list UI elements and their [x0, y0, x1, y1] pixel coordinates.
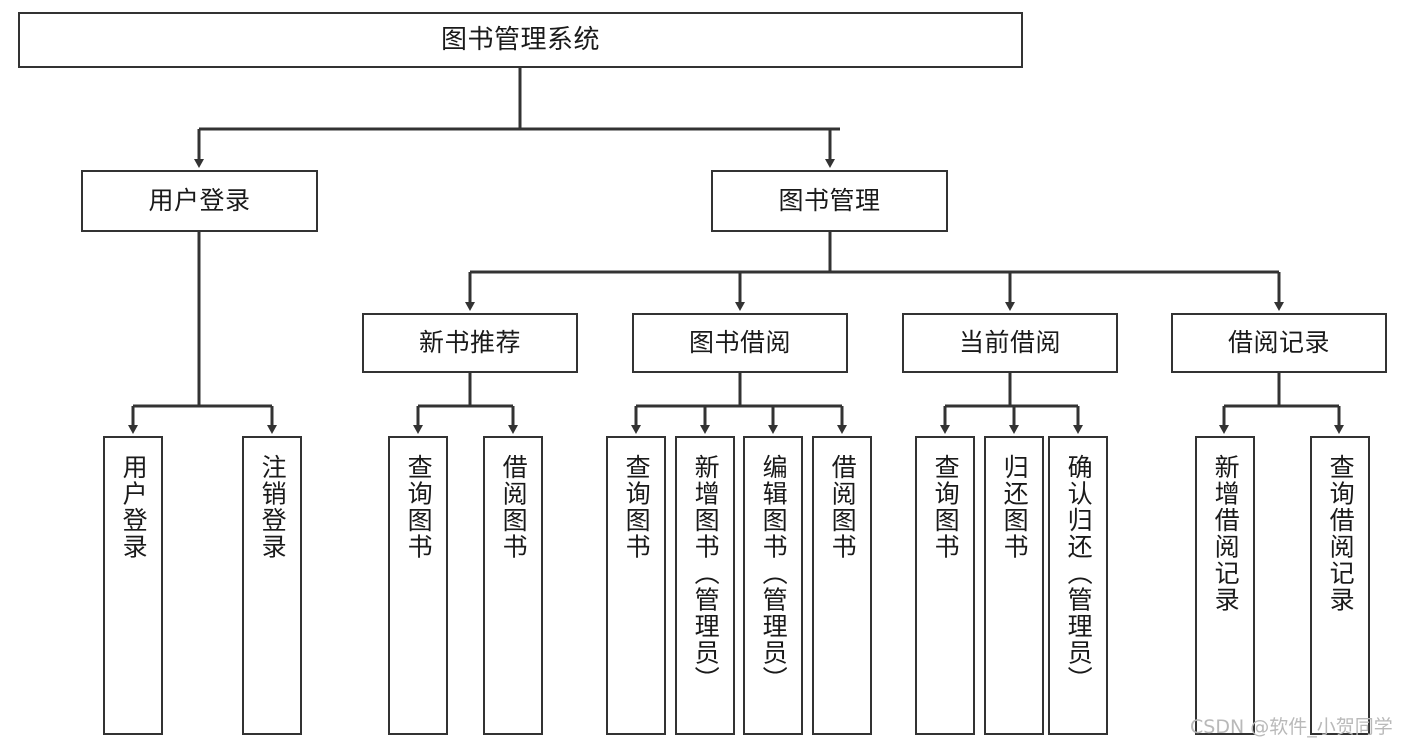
node-leaf-return-book[interactable]: 归还图书: [984, 436, 1044, 735]
node-leaf-confirm-return[interactable]: 确认归还（管理员）: [1048, 436, 1108, 735]
node-label: 查询借阅记录: [1326, 454, 1356, 613]
node-label: 用户登录: [119, 454, 149, 560]
node-leaf-add-record[interactable]: 新增借阅记录: [1195, 436, 1255, 735]
node-leaf-query-book-1[interactable]: 查询图书: [388, 436, 448, 735]
node-label: 查询图书: [404, 454, 434, 560]
node-book-management-system[interactable]: 图书管理系统: [18, 12, 1023, 68]
node-leaf-user-login[interactable]: 用户登录: [103, 436, 163, 735]
node-label: 确认归还（管理员）: [1064, 454, 1094, 693]
node-label: 新书推荐: [418, 328, 521, 358]
node-current-borrow[interactable]: 当前借阅: [902, 313, 1118, 373]
node-leaf-logout[interactable]: 注销登录: [242, 436, 302, 735]
node-leaf-borrow-book-1[interactable]: 借阅图书: [483, 436, 543, 735]
node-book-management[interactable]: 图书管理: [711, 170, 948, 232]
node-leaf-query-book-2[interactable]: 查询图书: [606, 436, 666, 735]
node-label: 归还图书: [1000, 454, 1030, 560]
node-new-book-recommendation[interactable]: 新书推荐: [362, 313, 578, 373]
node-leaf-borrow-book-2[interactable]: 借阅图书: [812, 436, 872, 735]
node-label: 查询图书: [931, 454, 961, 560]
node-leaf-add-book[interactable]: 新增图书（管理员）: [675, 436, 735, 735]
node-label: 新增借阅记录: [1211, 454, 1241, 613]
node-label: 查询图书: [622, 454, 652, 560]
node-label: 借阅图书: [499, 454, 529, 560]
node-label: 新增图书（管理员）: [691, 454, 721, 693]
node-label: 编辑图书（管理员）: [759, 454, 789, 693]
node-leaf-query-record[interactable]: 查询借阅记录: [1310, 436, 1370, 735]
node-label: 图书管理系统: [440, 24, 600, 55]
node-label: 注销登录: [258, 454, 288, 560]
csdn-watermark: CSDN @软件_小贺同学: [1190, 716, 1393, 738]
node-label: 用户登录: [148, 186, 251, 216]
node-leaf-edit-book[interactable]: 编辑图书（管理员）: [743, 436, 803, 735]
node-label: 图书管理: [778, 186, 881, 216]
node-borrow-record[interactable]: 借阅记录: [1171, 313, 1387, 373]
node-book-borrow[interactable]: 图书借阅: [632, 313, 848, 373]
node-leaf-query-book-3[interactable]: 查询图书: [915, 436, 975, 735]
node-label: 借阅记录: [1227, 328, 1330, 358]
node-label: 当前借阅: [958, 328, 1061, 358]
node-label: 借阅图书: [828, 454, 858, 560]
node-label: 图书借阅: [688, 328, 791, 358]
node-user-login[interactable]: 用户登录: [81, 170, 318, 232]
